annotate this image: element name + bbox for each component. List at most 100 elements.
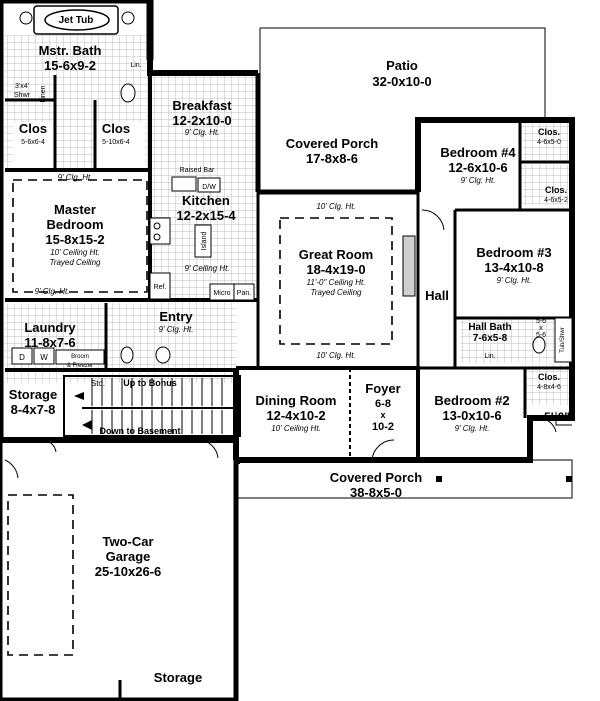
clos-b-dim: 5-10x6-4 xyxy=(102,139,130,146)
front-porch-outline xyxy=(234,412,573,499)
master-bath-dim: 15-6x9-2 xyxy=(44,58,96,73)
foyer-d2: x xyxy=(380,410,385,420)
bedroom2-name: Bedroom #2 xyxy=(434,393,509,408)
door-swings xyxy=(4,209,557,479)
micro-label: Micro xyxy=(213,290,230,297)
bedroom3-dim: 13-4x10-8 xyxy=(484,260,543,275)
bedroom2-note: 9' Clg. Ht. xyxy=(455,424,490,433)
master-note-top: 9' Clg. Ht. xyxy=(58,173,93,182)
entry-note: 9' Clg. Ht. xyxy=(159,325,194,334)
clos-b4-dim: 4-6x5-0 xyxy=(537,139,561,146)
hall-label: Hall xyxy=(425,288,449,303)
kitchen-note: 9' Ceiling Ht. xyxy=(184,264,229,273)
master-name-1: Master xyxy=(54,202,96,217)
great-note-2: Trayed Ceiling xyxy=(311,288,363,297)
walls xyxy=(0,0,575,701)
master-tray-outline xyxy=(12,179,148,293)
master-toilet xyxy=(120,83,136,103)
master-note-bottom: 9' Clg. Ht. xyxy=(35,287,70,296)
hall-bath-dim: 7-6x5-8 xyxy=(473,333,508,344)
great-note-top: 10' Clg. Ht. xyxy=(316,202,355,211)
up-to-bonus-label: Up to Bonus xyxy=(123,378,177,388)
kitchen-dim: 12-2x15-4 xyxy=(176,208,236,223)
dining-name: Dining Room xyxy=(256,393,337,408)
master-bath-name: Mstr. Bath xyxy=(39,43,102,58)
great-room-dim: 18-4x19-0 xyxy=(306,262,365,277)
raised-bar-label: Raised Bar xyxy=(180,167,215,174)
shower-label-2: Shwr xyxy=(14,92,31,99)
laundry-w: W xyxy=(40,353,48,362)
laundry-d: D xyxy=(19,353,25,362)
front-porch-name: Covered Porch xyxy=(330,470,423,485)
bedroom4-note: 9' Clg. Ht. xyxy=(461,176,496,185)
clos-a-name: Clos xyxy=(19,121,47,136)
rear-porch-name: Covered Porch xyxy=(286,136,379,151)
clos-b2-dim: 4-8x4-6 xyxy=(537,384,561,391)
storage-left-dim: 8-4x7-8 xyxy=(11,402,56,417)
laundry-appliances xyxy=(11,347,105,365)
laundry-broom: Broom xyxy=(71,354,89,360)
garage-dim: 25-10x26-6 xyxy=(95,564,162,579)
shower-label-1: 3'x4' xyxy=(15,83,29,90)
dim-5ft: 5'-0" xyxy=(544,410,570,424)
foyer-d3: 10-2 xyxy=(372,421,394,433)
down-to-basement-label: Down to Basement xyxy=(99,426,180,436)
fireplace xyxy=(402,235,416,297)
bedroom2-dim: 13-0x10-6 xyxy=(442,408,501,423)
great-note-1: 11'-0" Ceiling Ht. xyxy=(307,278,366,287)
garage-name-1: Two-Car xyxy=(102,534,153,549)
foyer-d1: 6-8 xyxy=(375,398,391,410)
kitchen-fixtures xyxy=(149,176,255,301)
bedroom4-name: Bedroom #4 xyxy=(440,145,516,160)
patio-name: Patio xyxy=(386,58,418,73)
island-label: Island xyxy=(201,232,208,251)
garage-door-outline xyxy=(7,494,74,656)
bedroom4-dim: 12-6x10-6 xyxy=(448,160,507,175)
dining-dim: 12-4x10-2 xyxy=(266,408,325,423)
clos-b3-dim: 4-6x5-2 xyxy=(544,197,568,204)
stair-arrows xyxy=(74,392,92,430)
hall-bath-tub: Tub/Shwr xyxy=(560,327,566,352)
clos-b4-name: Clos. xyxy=(538,127,560,137)
ref-label: Ref. xyxy=(154,284,167,291)
sto-label: Sto. xyxy=(91,379,105,388)
labels: Jet Tub Mstr. Bath 15-6x9-2 Lin. Linen 3… xyxy=(9,15,570,685)
rear-porch-dim: 17-8x8-6 xyxy=(306,151,358,166)
great-note-bottom: 10' Clg. Ht. xyxy=(316,351,355,360)
storage-left-name: Storage xyxy=(9,387,57,402)
great-room-tray-outline xyxy=(279,217,393,345)
master-note-1: 10' Ceiling Ht. xyxy=(50,248,100,257)
garage-name-2: Garage xyxy=(106,549,151,564)
great-room-name: Great Room xyxy=(299,247,373,262)
master-note-2: Trayed Ceiling xyxy=(50,258,102,267)
clos-a-dim: 5-6x6-4 xyxy=(21,139,45,146)
hall-bath-d2: x xyxy=(539,325,543,332)
laundry-sink xyxy=(120,346,134,364)
jet-tub-label: Jet Tub xyxy=(59,15,94,26)
hall-bath-name: Hall Bath xyxy=(468,322,511,333)
jet-tub xyxy=(19,5,135,35)
lin1-label: Lin. xyxy=(130,62,141,69)
entry-name: Entry xyxy=(159,309,193,324)
linen-label: Linen xyxy=(40,85,47,102)
front-porch-dim: 38-8x5-0 xyxy=(350,485,402,500)
hall-bath-lin: Lin. xyxy=(484,353,495,360)
master-name-2: Bedroom xyxy=(46,217,103,232)
breakfast-note: 9' Clg. Ht. xyxy=(185,128,220,137)
hall-bath-tub xyxy=(554,317,573,363)
laundry-freezer: & Freezer xyxy=(67,363,93,369)
foyer-name: Foyer xyxy=(365,381,400,396)
clos-b3-name: Clos. xyxy=(545,185,567,195)
hall-bath-toilet xyxy=(532,336,546,354)
master-dim: 15-8x15-2 xyxy=(45,232,104,247)
patio-outline xyxy=(259,27,546,119)
patio-dim: 32-0x10-0 xyxy=(372,74,431,89)
stairs xyxy=(91,378,223,434)
clos-b2-name: Clos. xyxy=(538,372,560,382)
half-bath-toilet xyxy=(155,346,171,364)
breakfast-dim: 12-2x10-0 xyxy=(172,113,231,128)
bedroom3-name: Bedroom #3 xyxy=(476,245,551,260)
clos-b-name: Clos xyxy=(102,121,130,136)
laundry-dim: 11-8x7-6 xyxy=(24,335,75,350)
